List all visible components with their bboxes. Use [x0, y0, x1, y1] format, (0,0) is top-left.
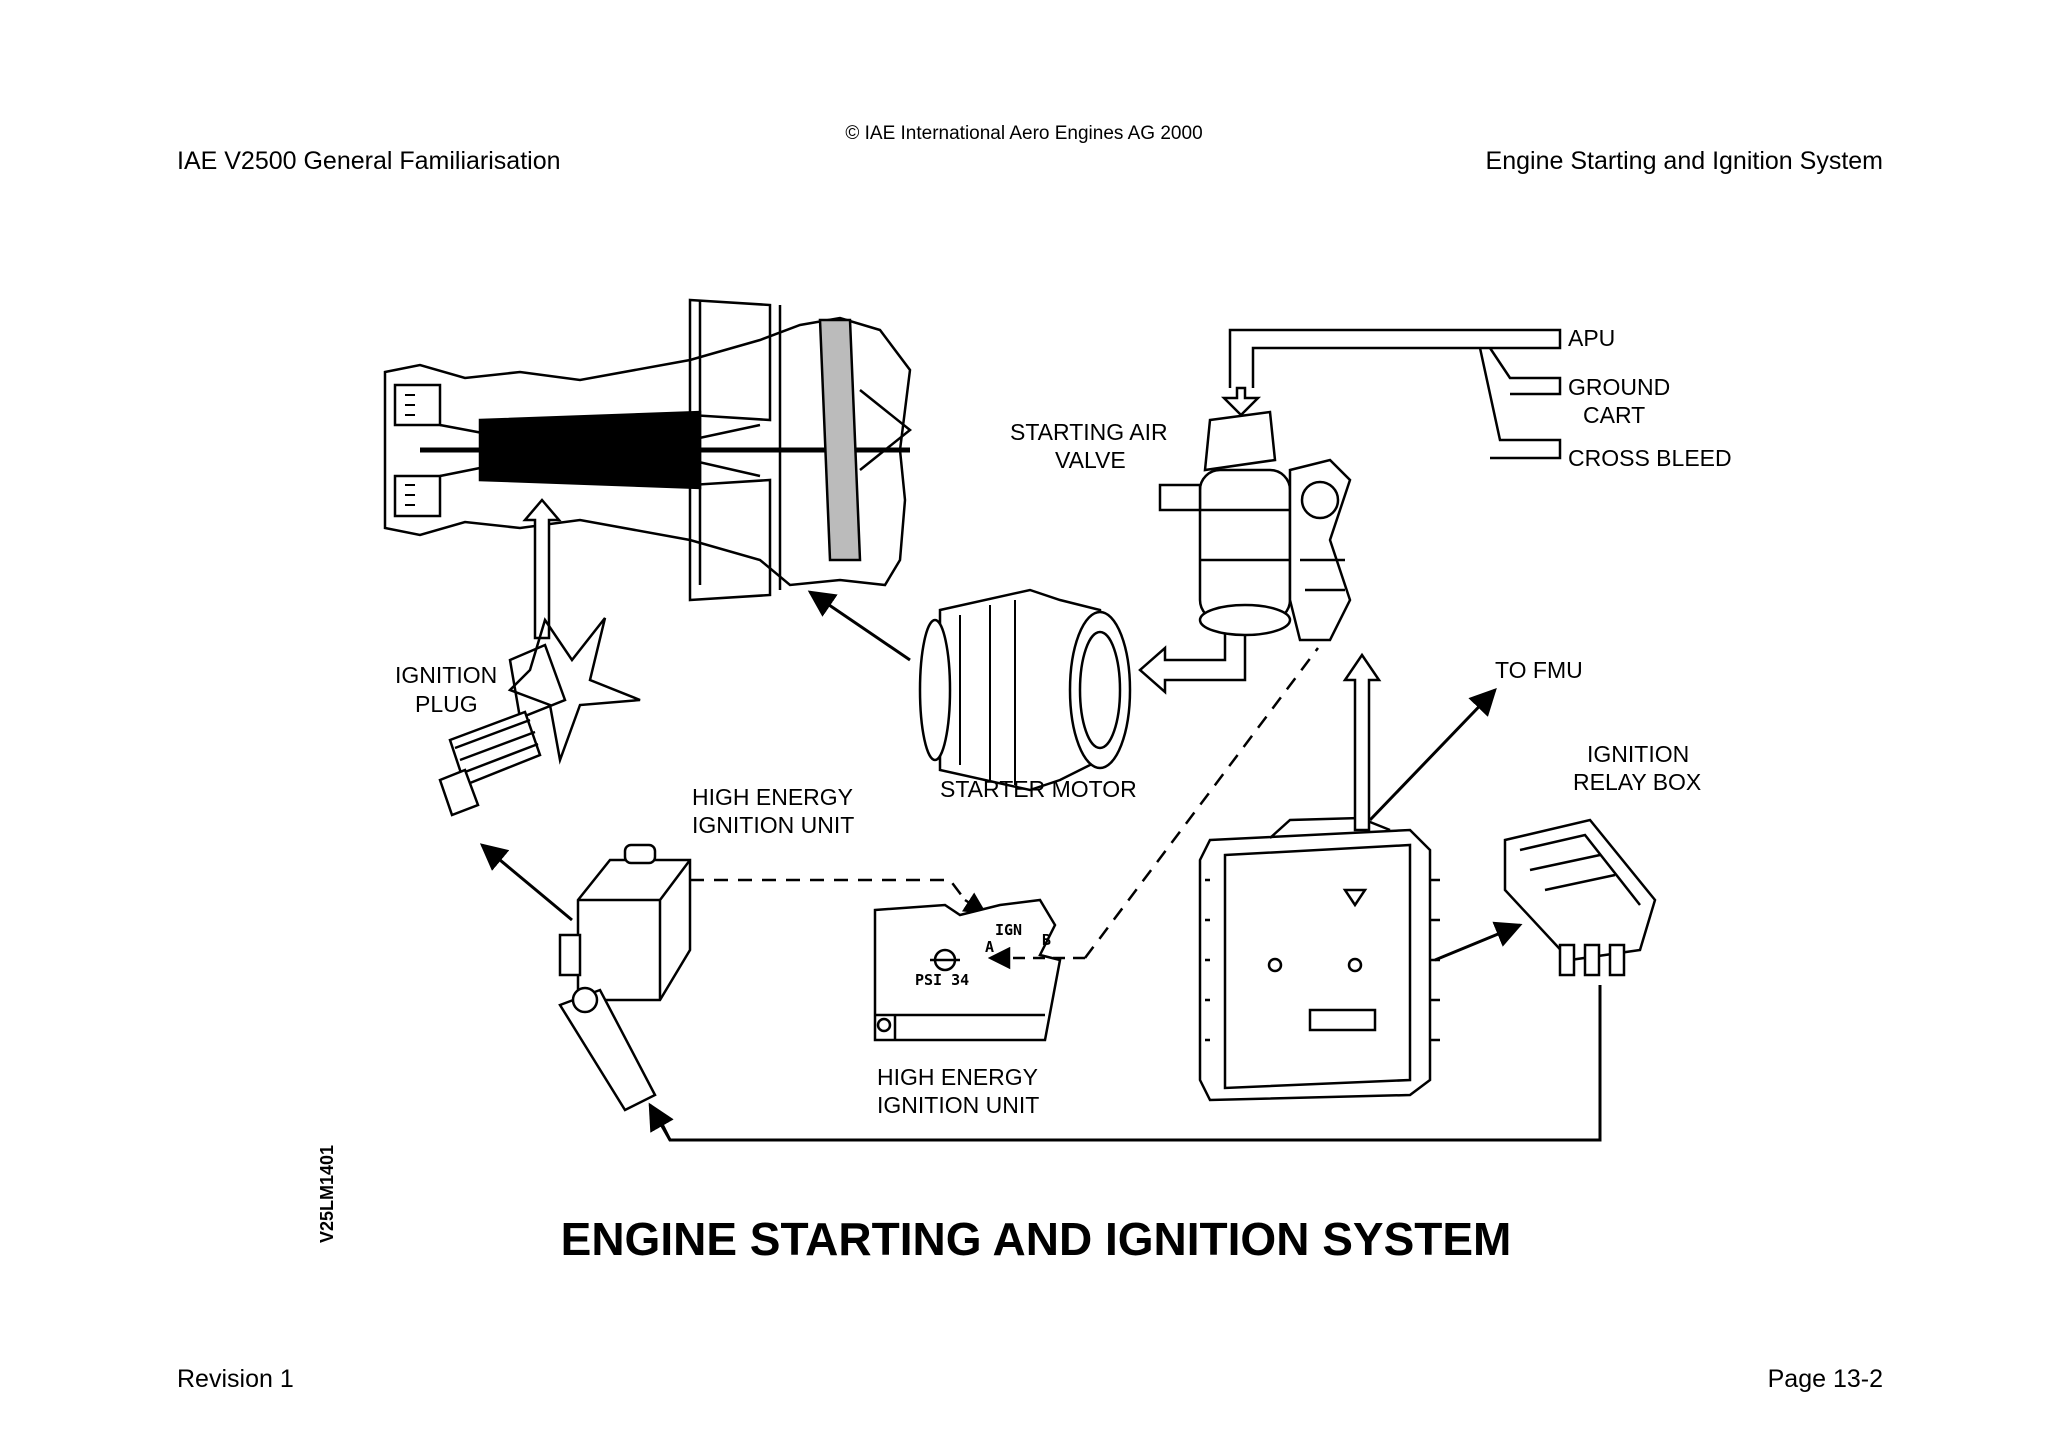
- high-energy-ignition-unit: [558, 843, 692, 1112]
- chapter-title: Engine Starting and Ignition System: [1485, 147, 1883, 175]
- label-heiu-top-line1: HIGH ENERGY: [692, 784, 853, 810]
- starter-motor: [918, 588, 1132, 792]
- engine-cross-section: [383, 298, 913, 602]
- label-cross-bleed: CROSS BLEED: [1568, 445, 1732, 471]
- label-starting-air-valve-line2: VALVE: [1055, 447, 1126, 473]
- arrow-valve-to-starter: [1138, 628, 1247, 695]
- document-title: IAE V2500 General Familiarisation: [177, 147, 561, 175]
- dashed-heiu-to-panel: [690, 878, 966, 901]
- label-heiu-top-line2: IGNITION UNIT: [692, 812, 854, 838]
- dashed-fadec-to-valve: [1084, 647, 1319, 959]
- panel-b-label: B: [1042, 931, 1051, 949]
- arrow-fadec-to-valve: [1342, 652, 1382, 832]
- arrow-fadec-to-relay: [1434, 921, 1523, 962]
- panel-psi-label: PSI 34: [915, 971, 969, 989]
- arrow-starter-to-engine: [807, 590, 911, 662]
- figure-title: ENGINE STARTING AND IGNITION SYSTEM: [561, 1213, 1512, 1265]
- arrow-to-fmu: [1368, 688, 1497, 822]
- figure-code: V25LM1401: [317, 1145, 337, 1243]
- label-ground-cart-line2: CART: [1583, 402, 1645, 428]
- line-relay-to-heiu: [653, 985, 1602, 1142]
- label-ignition-plug-line2: PLUG: [415, 691, 478, 717]
- label-starter-motor: STARTER MOTOR: [940, 776, 1137, 802]
- arrow-heiu-to-plug: [479, 843, 573, 922]
- air-supply-duct: [1220, 328, 1562, 460]
- starting-air-valve: [1158, 410, 1352, 642]
- cockpit-ignition-panel: [873, 898, 1062, 1042]
- label-to-fmu: TO FMU: [1495, 657, 1583, 683]
- ignition-relay-box: [1503, 818, 1657, 977]
- arrow-plug-to-engine: [522, 498, 562, 640]
- page-number: Page 13-2: [1767, 1365, 1883, 1393]
- label-heiu-bottom-line1: HIGH ENERGY: [877, 1064, 1038, 1090]
- fadec-unit: [1198, 816, 1440, 1102]
- label-starting-air-valve-line1: STARTING AIR: [1010, 419, 1168, 445]
- panel-ign-label: IGN: [995, 921, 1022, 939]
- label-heiu-bottom-line2: IGNITION UNIT: [877, 1092, 1039, 1118]
- copyright-notice: © IAE International Aero Engines AG 2000: [845, 123, 1203, 144]
- revision-label: Revision 1: [177, 1365, 294, 1393]
- label-apu: APU: [1568, 325, 1615, 351]
- label-ignition-plug-line1: IGNITION: [395, 662, 497, 688]
- label-ignition-relay-box-line2: RELAY BOX: [1573, 769, 1701, 795]
- panel-a-label: A: [985, 938, 994, 956]
- arrow-relay-to-heiu: [648, 1102, 674, 1141]
- label-ignition-relay-box-line1: IGNITION: [1587, 741, 1689, 767]
- ignition-plug: [438, 617, 641, 817]
- label-ground-cart-line1: GROUND: [1568, 374, 1670, 400]
